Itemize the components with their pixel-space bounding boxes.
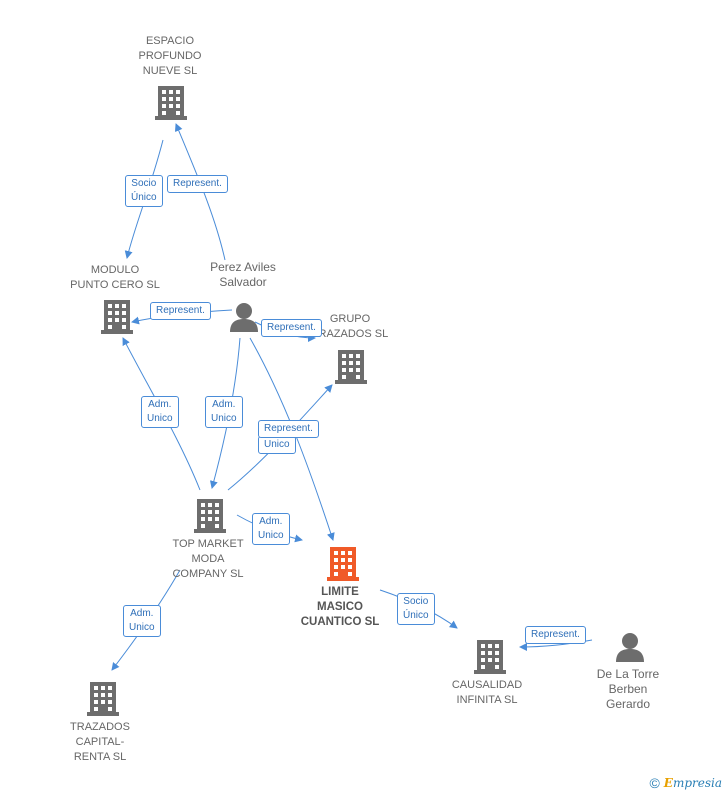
person-icon [616, 633, 644, 662]
node-topmarket[interactable]: TOP MARKET MODA COMPANY SL [148, 497, 268, 587]
node-trazados[interactable]: TRAZADOS CAPITAL- RENTA SL [40, 680, 160, 770]
edge-label-adm-unico[interactable]: Adm. Unico [252, 513, 290, 545]
edge-label-represent[interactable]: Represent. [258, 420, 319, 438]
node-label: De La Torre Berben Gerardo [596, 667, 660, 711]
edge-label-represent[interactable]: Represent. [167, 175, 228, 193]
building-icon [101, 300, 133, 334]
node-label: TRAZADOS CAPITAL- RENTA SL [70, 721, 130, 763]
building-icon [87, 682, 119, 716]
building-icon-focus [327, 547, 359, 581]
node-label: GRUPO TRAZADOS SL [311, 313, 389, 340]
node-delatorre[interactable]: De La Torre Berben Gerardo [568, 632, 688, 717]
person-icon [230, 303, 258, 332]
node-label: CAUSALIDAD INFINITA SL [451, 679, 523, 706]
brand-logo[interactable]: Empresia [663, 776, 722, 790]
edge-label-represent[interactable]: Represent. [150, 302, 211, 320]
node-espacio[interactable]: ESPACIO PROFUNDO NUEVE SL [110, 34, 230, 124]
building-icon [474, 640, 506, 674]
edge-label-adm-unico[interactable]: Adm. Unico [141, 396, 179, 428]
copyright-icon: © [649, 775, 660, 791]
node-label: LIMITE MASICO CUANTICO SL [300, 586, 380, 628]
footer-brand: © Empresia [649, 775, 722, 791]
edge-label-adm-unico[interactable]: Adm. Unico [123, 605, 161, 637]
edge-label-adm-unico[interactable]: Adm. Unico [205, 396, 243, 428]
building-icon [155, 86, 187, 120]
node-label: ESPACIO PROFUNDO NUEVE SL [138, 35, 202, 77]
node-label: Perez Aviles Salvador [210, 260, 276, 289]
node-label: MODULO PUNTO CERO SL [70, 264, 160, 291]
node-perez[interactable]: Perez Aviles Salvador [183, 260, 303, 335]
node-label: TOP MARKET MODA COMPANY SL [172, 538, 244, 580]
edge-label-socio-unico[interactable]: Socio Único [125, 175, 163, 207]
edge-label-represent[interactable]: Represent. [261, 319, 322, 337]
building-icon [335, 350, 367, 384]
edge-label-socio-unico[interactable]: Socio Único [397, 593, 435, 625]
node-grupo[interactable]: GRUPO TRAZADOS SL [300, 312, 420, 387]
node-modulo[interactable]: MODULO PUNTO CERO SL [55, 263, 175, 343]
edge-label-represent[interactable]: Represent. [525, 626, 586, 644]
edge-label-unico[interactable]: Unico [258, 436, 296, 454]
node-causalidad[interactable]: CAUSALIDAD INFINITA SL [427, 638, 547, 713]
building-icon [194, 499, 226, 533]
node-limite[interactable]: LIMITE MASICO CUANTICO SL [280, 545, 400, 635]
